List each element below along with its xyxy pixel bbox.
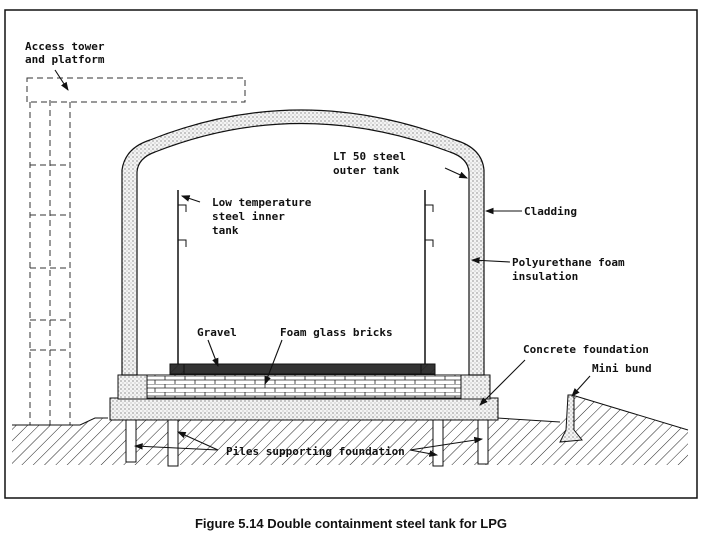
outer-tank — [121, 109, 485, 376]
label-gravel: Gravel — [197, 326, 237, 339]
label-mini-bund: Mini bund — [592, 362, 652, 375]
label-inner-tank-3: tank — [212, 224, 239, 237]
label-insulation-2: insulation — [512, 270, 578, 283]
figure-caption: Figure 5.14 Double containment steel tan… — [195, 516, 507, 531]
label-cladding: Cladding — [524, 205, 577, 218]
label-outer-tank: LT 50 steel — [333, 150, 406, 163]
label-insulation: Polyurethane foam — [512, 256, 625, 269]
inner-tank — [177, 190, 434, 365]
ground — [12, 395, 688, 465]
access-tower — [26, 77, 246, 425]
gravel — [169, 363, 436, 375]
frame-border — [4, 9, 698, 499]
label-concrete-foundation: Concrete foundation — [523, 343, 649, 356]
label-access-tower: Access tower — [25, 40, 105, 53]
label-outer-tank-2: outer tank — [333, 164, 400, 177]
label-foam-glass-bricks: Foam glass bricks — [280, 326, 393, 339]
label-piles: Piles supporting foundation — [226, 445, 405, 458]
concrete-foundation — [109, 397, 499, 421]
label-inner-tank: Low temperature — [212, 196, 312, 209]
foam-glass-bricks — [146, 374, 462, 399]
label-access-platform: and platform — [25, 53, 105, 66]
label-inner-tank-2: steel inner — [212, 210, 285, 223]
